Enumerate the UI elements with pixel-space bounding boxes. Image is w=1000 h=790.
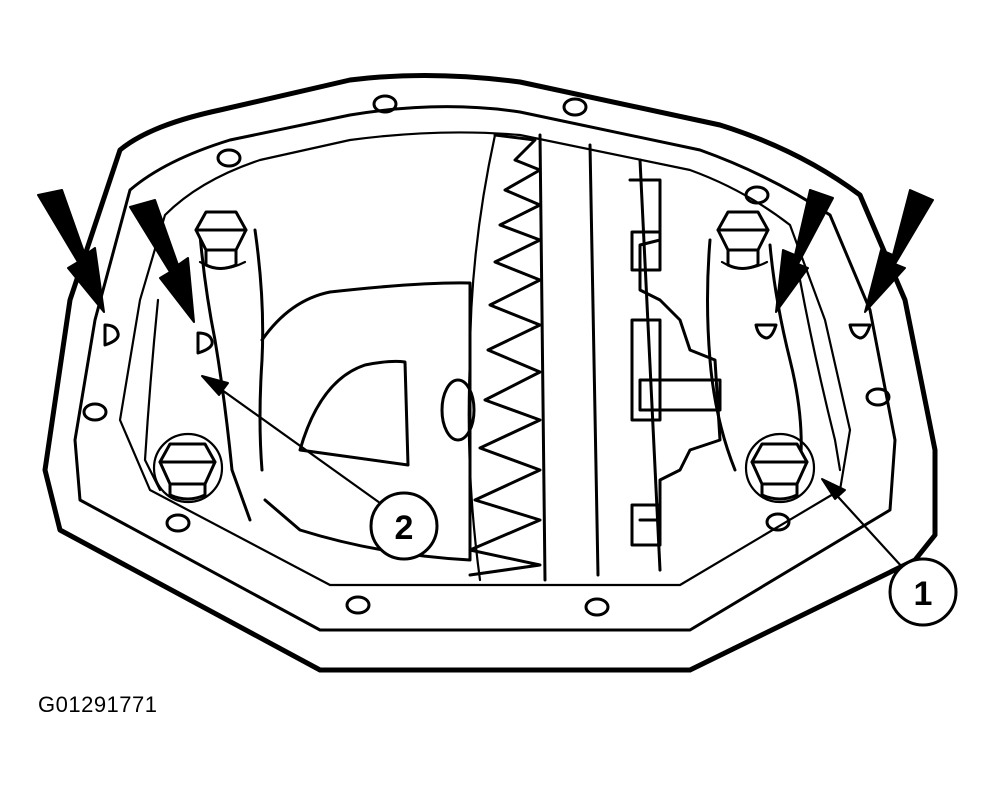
callout-1-leader <box>828 486 905 570</box>
bolt-hole <box>865 387 891 407</box>
bolt-hole <box>584 597 610 617</box>
ring-gear-face <box>538 133 662 582</box>
bolt-icon <box>744 432 816 504</box>
bolt-hole <box>345 595 371 615</box>
callout-2-circle <box>369 491 439 561</box>
bolt-hole <box>372 94 398 114</box>
callout-1-number: 1 <box>914 575 933 613</box>
bolt-hole <box>165 513 191 533</box>
callout-2-arrowhead <box>201 375 229 396</box>
pointer-arrow-icon <box>864 189 934 313</box>
right-bearing-cap <box>706 238 803 472</box>
left-bearing-cap-edge <box>143 298 162 492</box>
housing-outer-outline <box>42 72 938 673</box>
pointer-arrow-icon <box>37 189 105 313</box>
figure-id: G01291771 <box>38 692 158 717</box>
pointer-arrow-icon <box>129 199 195 323</box>
bearing-cap-bolts <box>152 210 816 504</box>
bolt-hole <box>562 97 588 117</box>
bolt-hole <box>744 185 770 205</box>
callout-2-leader <box>213 383 382 505</box>
callout-2: 2 <box>201 375 439 561</box>
alignment-marks <box>103 323 872 355</box>
bolt-icon <box>152 432 224 504</box>
callout-1: 1 <box>821 478 958 627</box>
cover-bolt-holes <box>82 94 891 617</box>
alignment-mark-icon <box>848 323 872 340</box>
left-bearing-cap <box>198 228 265 522</box>
carrier-flange <box>628 178 722 522</box>
right-bearing-cap-edge <box>798 278 842 472</box>
pointer-arrows <box>37 189 934 323</box>
ring-gear-root <box>467 133 497 582</box>
alignment-mark-icon <box>196 331 214 355</box>
alignment-mark-icon <box>754 323 778 340</box>
gasket-surface <box>118 131 852 587</box>
pinion-boss <box>440 378 476 442</box>
case-window-cross <box>403 360 410 467</box>
carrier-bolt <box>630 230 722 547</box>
bolt-icon <box>716 210 770 270</box>
pointer-arrow-icon <box>775 189 834 313</box>
bolt-hole <box>216 148 242 168</box>
callout-2-number: 2 <box>395 509 414 547</box>
callout-1-circle <box>888 557 958 627</box>
bolt-icon <box>194 210 248 270</box>
case-window <box>298 359 410 467</box>
callout-1-arrowhead <box>821 478 846 500</box>
bolt-hole <box>82 402 108 422</box>
alignment-mark-icon <box>103 323 120 347</box>
differential-case <box>260 281 472 562</box>
ring-gear-teeth <box>468 133 542 577</box>
bolt-hole <box>765 512 791 532</box>
